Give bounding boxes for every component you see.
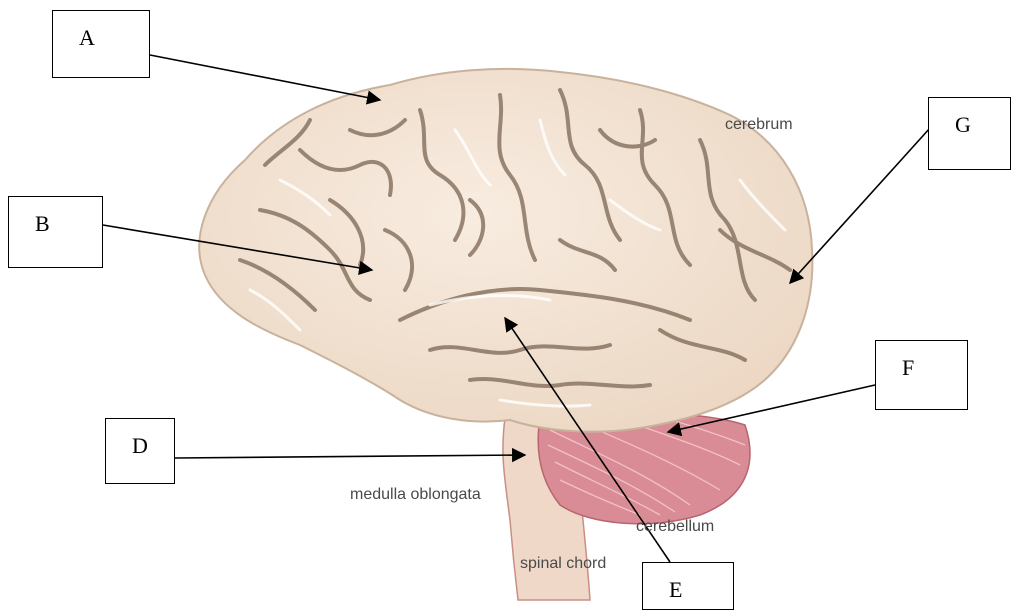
spinal-chord-label: spinal chord xyxy=(520,555,606,573)
label-box-e: E xyxy=(642,562,734,610)
arrow-g xyxy=(790,128,930,283)
label-letter-e: E xyxy=(669,577,682,603)
label-letter-b: B xyxy=(35,211,50,237)
label-box-g: G xyxy=(928,97,1011,170)
label-box-b: B xyxy=(8,196,103,268)
label-letter-g: G xyxy=(955,112,971,138)
label-letter-f: F xyxy=(902,355,914,381)
cerebrum-label: cerebrum xyxy=(725,116,793,134)
label-box-f: F xyxy=(875,340,968,410)
medulla-oblongata-label: medulla oblongata xyxy=(350,486,481,504)
label-box-a: A xyxy=(52,10,150,78)
label-box-d: D xyxy=(105,418,175,484)
arrow-d xyxy=(175,455,525,458)
cerebrum-shape xyxy=(199,69,812,432)
cerebellum-label: cerebellum xyxy=(636,518,714,536)
label-letter-a: A xyxy=(79,25,95,51)
arrow-a xyxy=(150,55,380,100)
label-letter-d: D xyxy=(132,433,148,459)
